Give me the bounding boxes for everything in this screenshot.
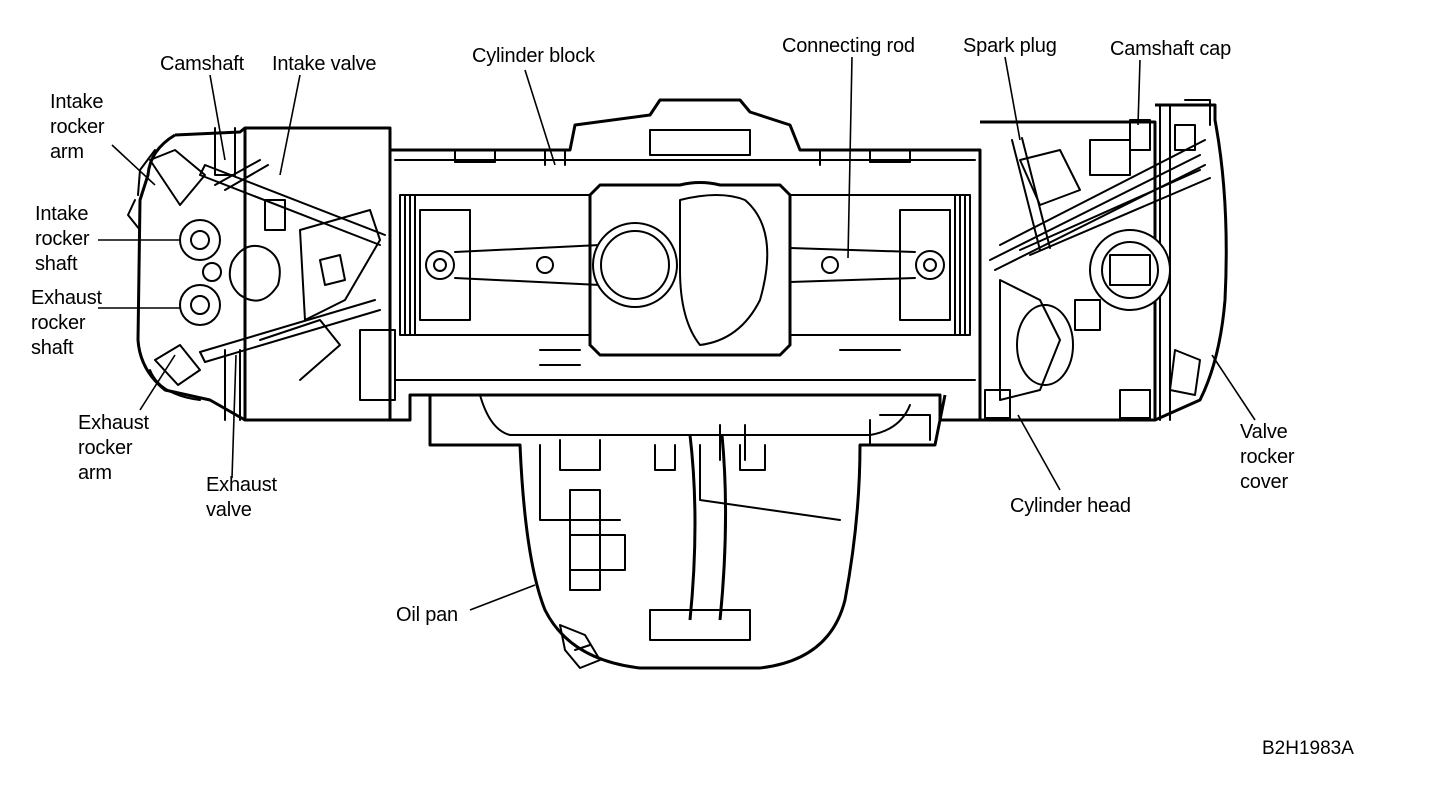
label-intake-rocker-shaft: Intake rocker shaft — [35, 202, 90, 277]
label-line: rocker — [50, 116, 105, 138]
label-camshaft-left: Camshaft — [160, 53, 244, 75]
label-intake-rocker-arm: Intake rocker arm — [50, 90, 105, 165]
label-line: arm — [78, 462, 112, 484]
label-line: shaft — [31, 337, 74, 359]
label-exhaust-rocker-arm: Exhaust rocker arm — [78, 411, 149, 486]
right-cylinder-head — [980, 99, 1228, 422]
label-cylinder-head: Cylinder head — [1010, 495, 1131, 517]
label-line: arm — [50, 141, 84, 163]
label-valve-rocker-cover: Valve rocker cover — [1240, 420, 1295, 495]
label-line: Intake — [50, 91, 104, 113]
label-line: valve — [206, 499, 252, 521]
label-line: rocker — [31, 312, 86, 334]
left-cylinder-head — [127, 126, 392, 422]
cylinder-block — [359, 98, 982, 422]
label-exhaust-valve: Exhaust valve — [206, 473, 277, 523]
leader-lines — [98, 56, 1256, 611]
label-connecting-rod: Connecting rod — [782, 35, 915, 57]
label-spark-plug: Spark plug — [963, 35, 1057, 57]
label-line: rocker — [1240, 446, 1295, 468]
label-line: cover — [1240, 471, 1288, 493]
label-line: rocker — [35, 228, 90, 250]
label-line: shaft — [35, 253, 78, 275]
label-line: Intake — [35, 203, 89, 225]
label-line: Exhaust — [78, 412, 149, 434]
label-camshaft-cap: Camshaft cap — [1110, 38, 1231, 60]
label-line: Exhaust — [31, 287, 102, 309]
label-intake-valve: Intake valve — [272, 53, 377, 75]
label-oil-pan: Oil pan — [396, 604, 458, 626]
label-cylinder-block: Cylinder block — [472, 45, 595, 67]
oil-pan — [428, 394, 947, 670]
figure-code: B2H1983A — [1262, 738, 1354, 759]
label-line: Exhaust — [206, 474, 277, 496]
label-line: Valve — [1240, 421, 1288, 443]
label-exhaust-rocker-shaft: Exhaust rocker shaft — [31, 286, 102, 361]
label-line: rocker — [78, 437, 133, 459]
